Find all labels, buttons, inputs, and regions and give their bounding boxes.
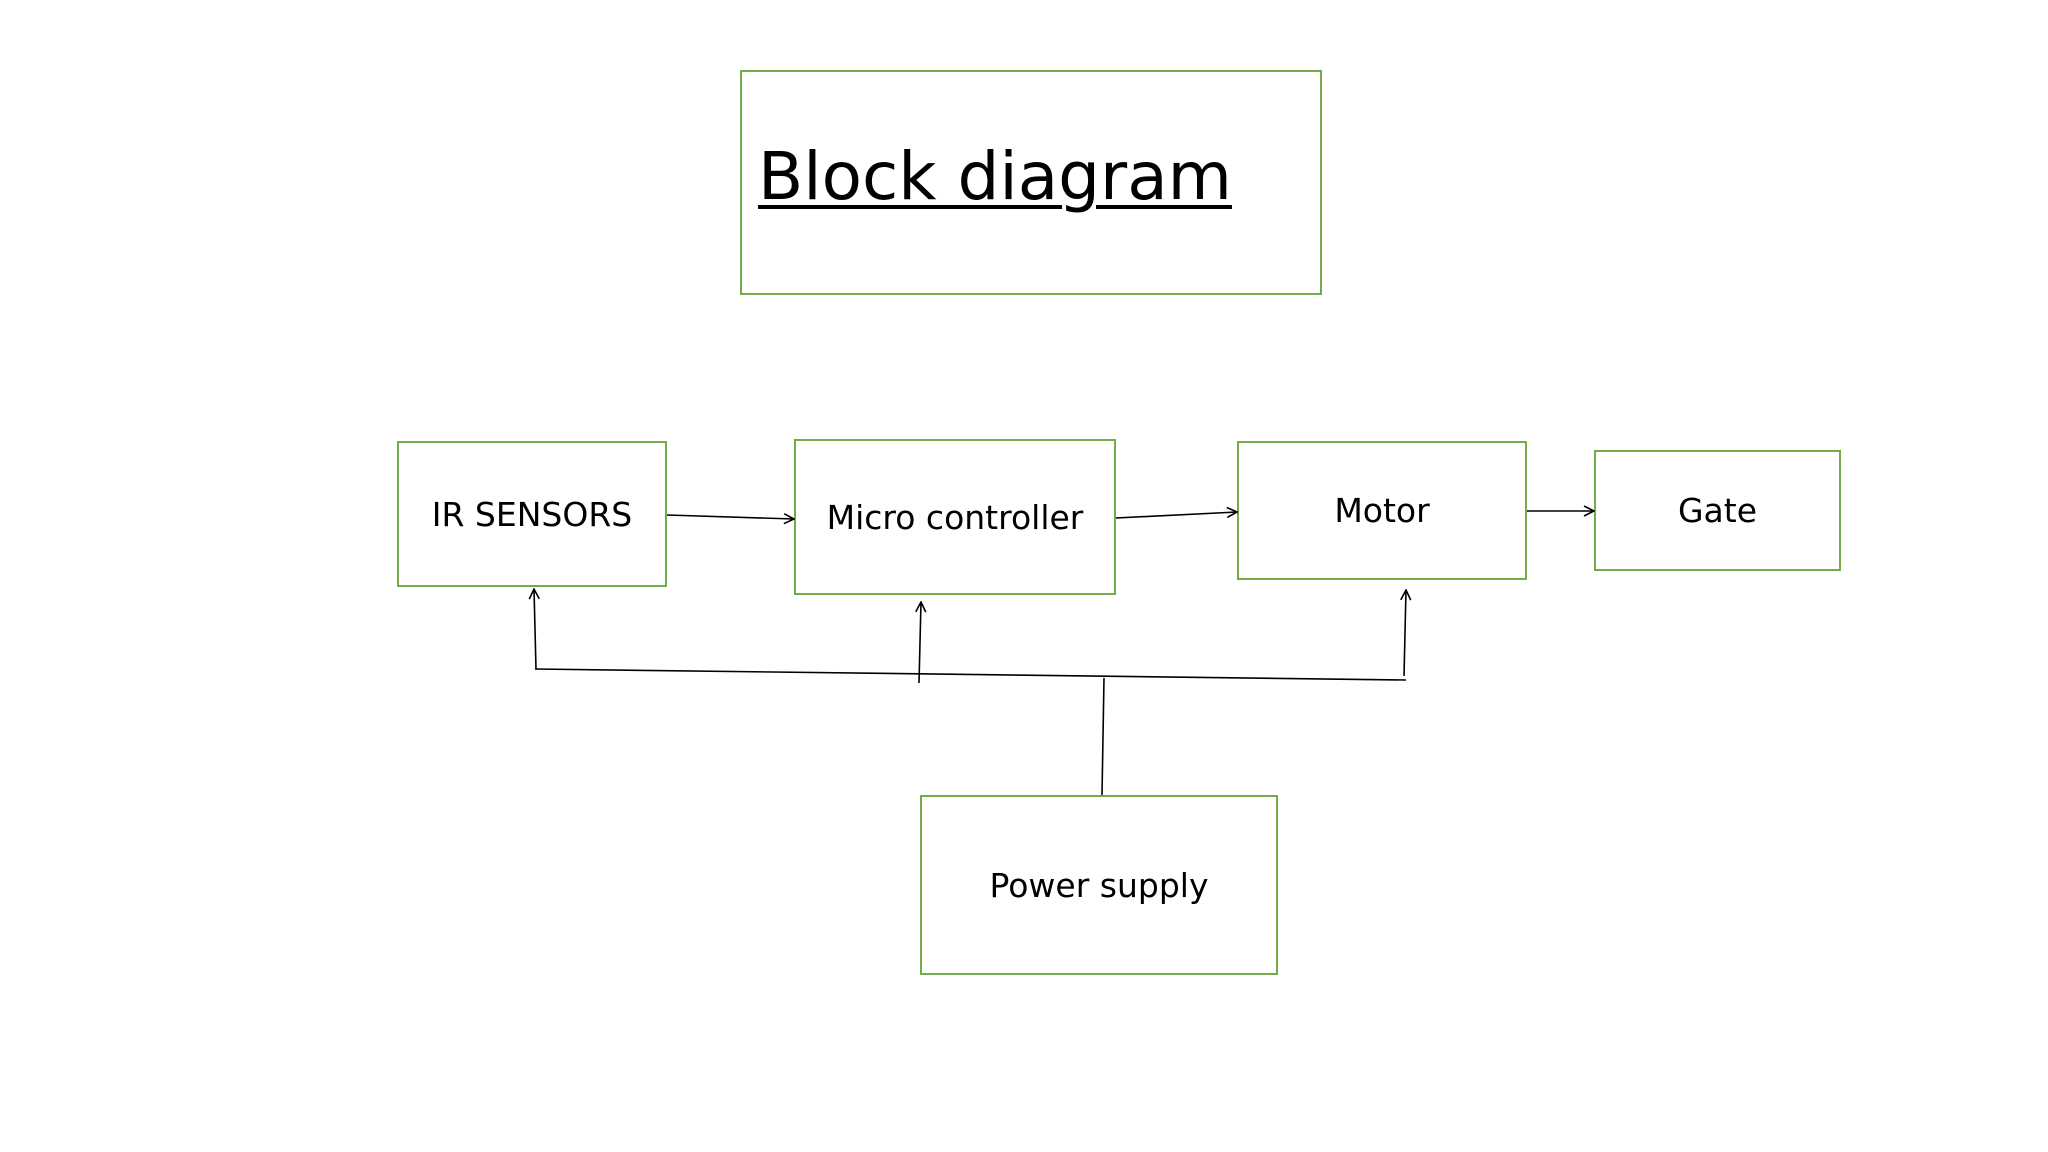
diagram-title: Block diagram [758, 138, 1232, 215]
block-gate: Gate [1594, 450, 1841, 571]
title-box: Block diagram [740, 70, 1322, 295]
block-ir-sensors-label: IR SENSORS [431, 494, 633, 534]
block-micro-controller: Micro controller [794, 439, 1116, 595]
power-bus-line [534, 668, 1407, 681]
block-power-supply: Power supply [920, 795, 1278, 975]
power-feed-line [1101, 677, 1105, 796]
block-micro-controller-label: Micro controller [826, 497, 1084, 537]
arrow-power-to-ir [534, 589, 536, 670]
arrow-power-to-mc [919, 602, 921, 684]
arrow-ir-to-mc [666, 515, 794, 519]
block-gate-label: Gate [1677, 491, 1758, 530]
block-motor-label: Motor [1334, 491, 1430, 530]
block-ir-sensors: IR SENSORS [397, 441, 667, 587]
block-motor: Motor [1237, 441, 1527, 580]
block-power-supply-label: Power supply [989, 865, 1209, 905]
arrow-mc-to-motor [1115, 512, 1237, 519]
arrow-power-to-motor [1404, 590, 1406, 677]
